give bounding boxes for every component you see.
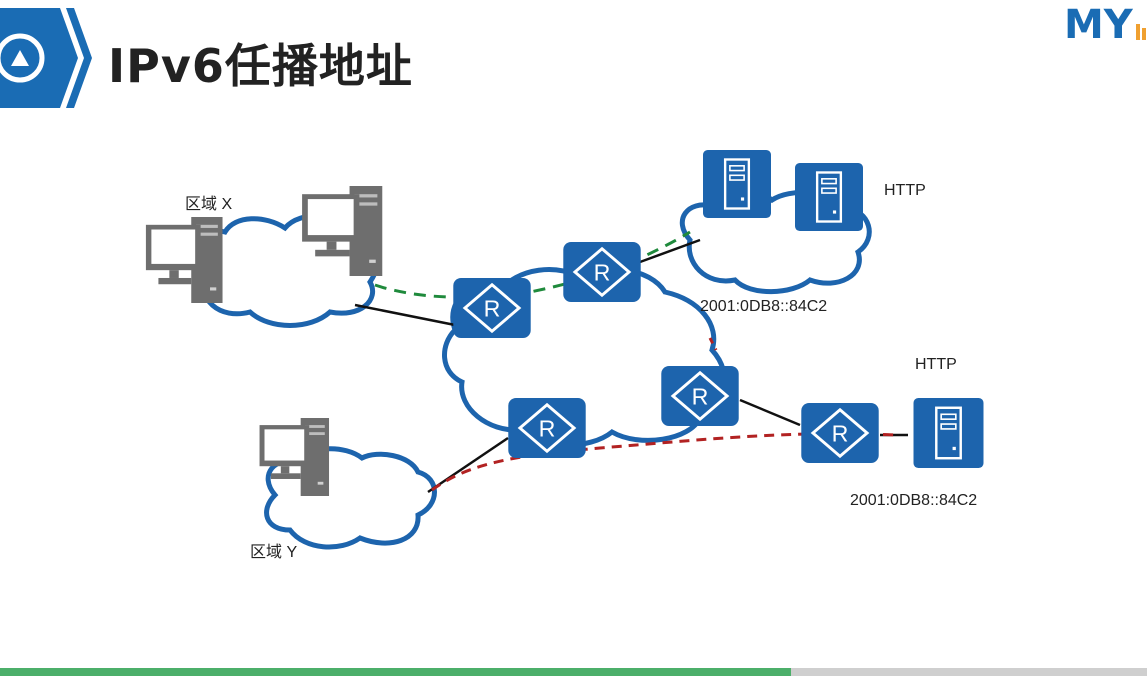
server-http-top-1 [701,150,773,218]
http-label-top: HTTP [884,182,926,199]
progress-bar [0,668,1147,676]
address-label-top: 2001:0DB8::84C2 [700,298,828,315]
router-1 [452,278,532,338]
link-router-2-to-http-cloud [639,238,701,264]
server-http-right [911,398,986,468]
http-label-right: HTTP [915,356,957,373]
link-router-4-to-router-5 [739,398,801,427]
zone-x-label: 区域 X [185,196,233,213]
anycast-path-green [374,230,691,299]
router-4 [660,366,740,426]
link-zone-x-to-router-1 [354,303,456,327]
anycast-path-red [431,432,896,492]
progress-bar-fill [0,668,792,676]
link-zone-y-to-router-3 [427,436,509,494]
header-badge-icon [0,8,92,108]
address-label-right: 2001:0DB8::84C2 [850,492,978,509]
pc-zone-x-left [145,217,223,303]
zone-y-label: 区域 Y [250,544,298,561]
brand-logo: MY [1064,2,1146,44]
logo-text: MY [1064,2,1134,44]
page-title: IPv6任播地址 [108,39,413,93]
router-5 [800,403,880,463]
server-http-top-2 [793,163,865,231]
router-3 [507,398,587,458]
router-2 [562,242,642,302]
anycast-path-red-core [708,337,718,351]
